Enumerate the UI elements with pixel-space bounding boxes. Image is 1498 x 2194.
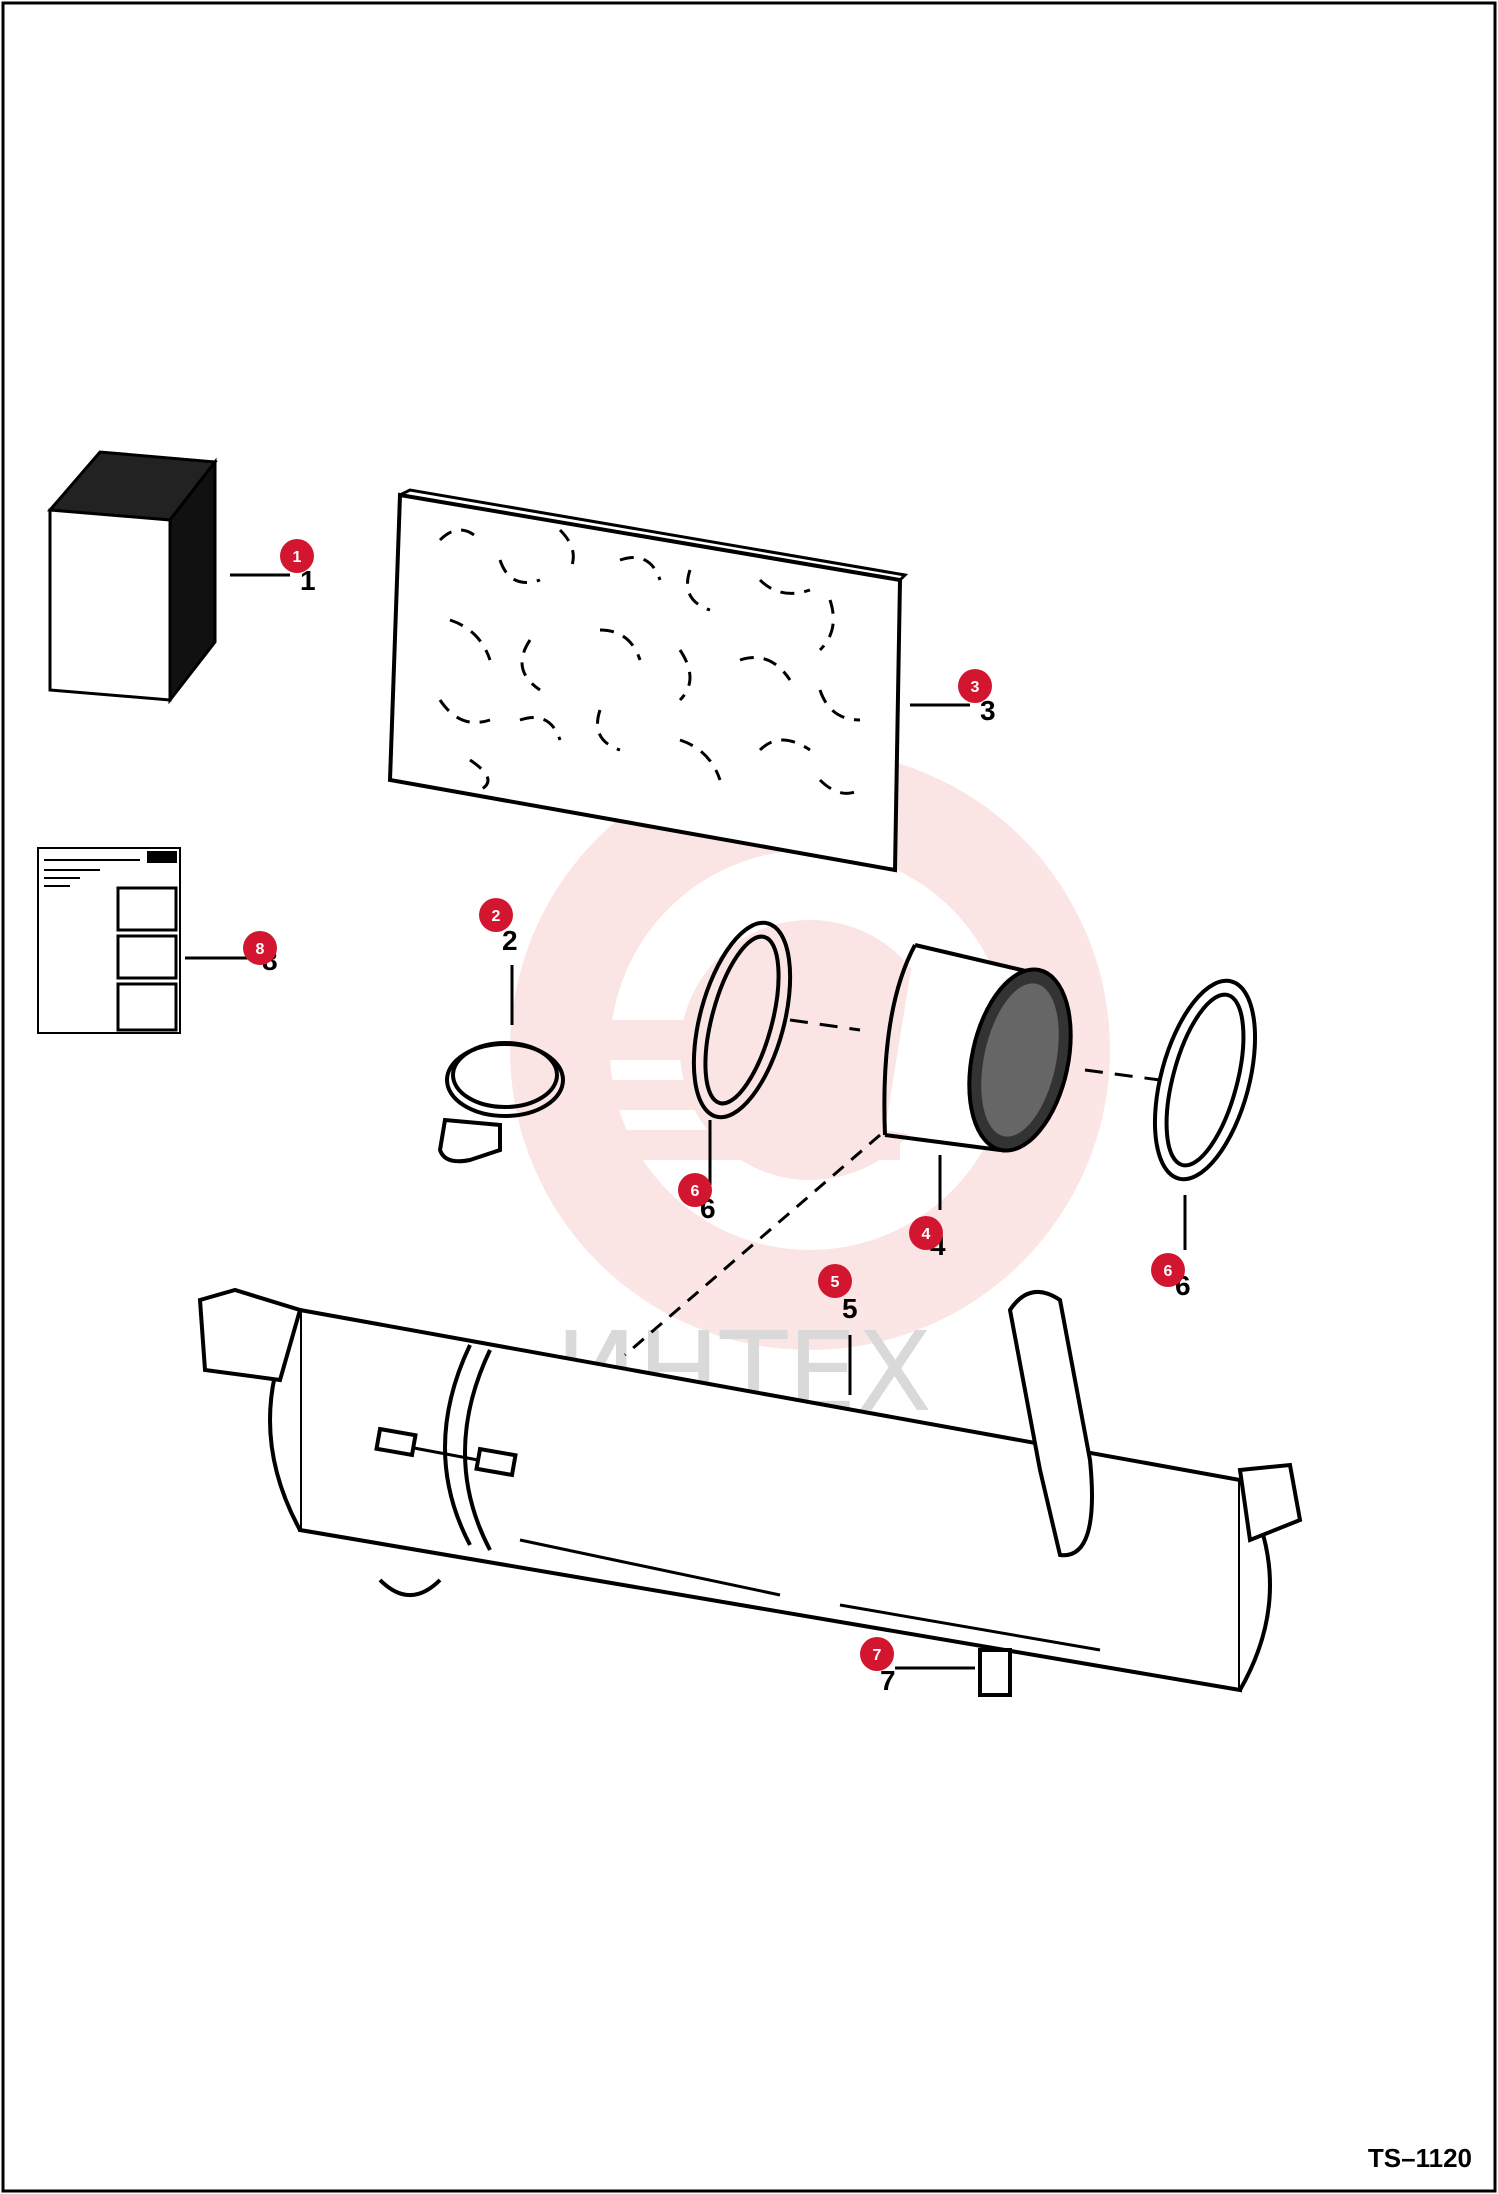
callout-2[interactable]: 2: [479, 898, 513, 932]
callout-1[interactable]: 1: [280, 539, 314, 573]
svg-text:1: 1: [293, 549, 302, 566]
watermark-logo: [510, 750, 1110, 1350]
callout-4[interactable]: 4: [909, 1216, 943, 1250]
callout-8[interactable]: 8: [243, 931, 277, 965]
part-number-2: 2: [502, 925, 518, 956]
drawing-reference: TS–1120: [1367, 2143, 1472, 2173]
svg-text:6: 6: [691, 1183, 700, 1200]
part-number-3: 3: [980, 695, 996, 726]
svg-text:4: 4: [922, 1226, 931, 1243]
part-4-filter-element: [882, 943, 1073, 1153]
part-2-hose-clamp: [437, 1041, 565, 1164]
part-number-1: 1: [300, 565, 316, 596]
callout-6-right[interactable]: 6: [1151, 1253, 1185, 1287]
callout-5[interactable]: 5: [818, 1264, 852, 1298]
svg-text:2: 2: [492, 908, 501, 925]
svg-text:8: 8: [256, 941, 265, 958]
part-6-ring-left: [691, 920, 793, 1120]
svg-text:3: 3: [971, 679, 980, 696]
callout-6-left[interactable]: 6: [678, 1173, 712, 1207]
part-3-filter-pad: [387, 488, 909, 873]
callout-3[interactable]: 3: [958, 669, 992, 703]
svg-text:7: 7: [873, 1647, 882, 1664]
part-8-instruction-sheet: [37, 847, 181, 1034]
svg-text:5: 5: [831, 1274, 840, 1291]
part-1-box: [46, 450, 218, 705]
part-number-5: 5: [842, 1293, 858, 1324]
assembly-line-a: [789, 1018, 861, 1032]
callout-7[interactable]: 7: [860, 1637, 894, 1671]
part-5-air-cleaner-housing: [197, 1287, 1303, 1697]
part-6-ring-right: [1152, 978, 1258, 1182]
part-number-7: 7: [880, 1665, 896, 1696]
svg-text:6: 6: [1164, 1263, 1173, 1280]
assembly-line-c: [624, 1133, 881, 1357]
assembly-line-b: [1084, 1068, 1161, 1082]
